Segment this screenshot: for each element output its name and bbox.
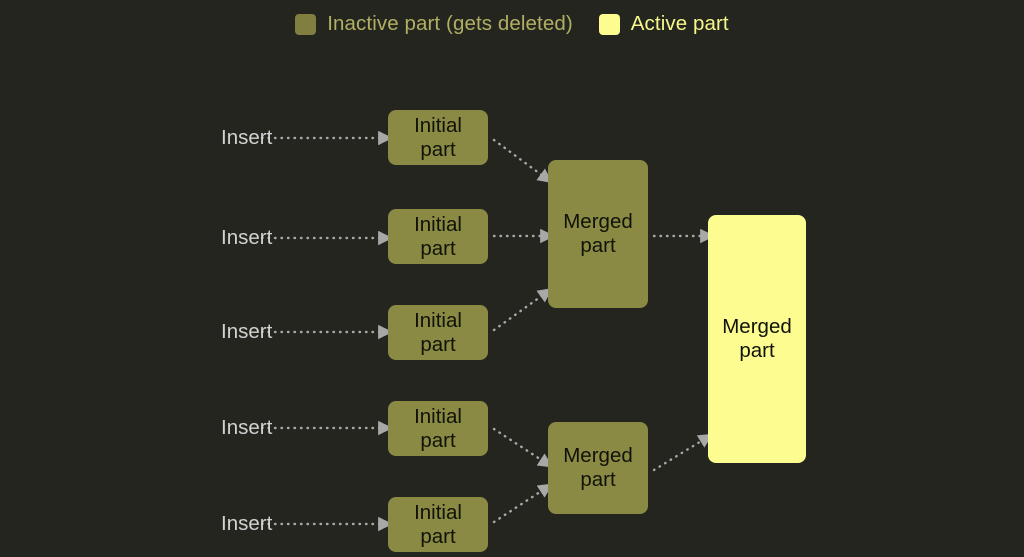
insert-label-5: Insert [221,511,273,535]
insert-label-3: Insert [221,319,273,343]
node-initial-2: Initial part [388,209,488,264]
arrow-merged-2-to-merged-final [652,433,714,472]
legend: Inactive part (gets deleted) Active part [0,0,1024,48]
node-merged-2: Merged part [548,422,648,514]
arrow-initial-3-to-merged-1 [492,288,553,332]
node-initial-4: Initial part [388,401,488,456]
node-merged-1: Merged part [548,160,648,308]
insert-label-1: Insert [221,125,273,149]
node-initial-3: Initial part [388,305,488,360]
insert-label-2: Insert [221,225,273,249]
arrow-initial-1-to-merged-1 [492,138,553,184]
legend-label-inactive: Inactive part (gets deleted) [327,12,573,35]
arrow-initial-5-to-merged-2 [492,483,554,524]
legend-item-inactive: Inactive part (gets deleted) [295,12,573,36]
active-color-swatch [598,13,620,35]
node-merged-final: Merged part [708,215,806,463]
node-initial-1: Initial part [388,110,488,165]
inactive-color-swatch [295,13,317,35]
node-initial-5: Initial part [388,497,488,552]
arrow-initial-4-to-merged-2 [492,427,554,468]
insert-label-4: Insert [221,415,273,439]
legend-label-active: Active part [630,12,729,35]
legend-item-active: Active part [598,12,729,36]
